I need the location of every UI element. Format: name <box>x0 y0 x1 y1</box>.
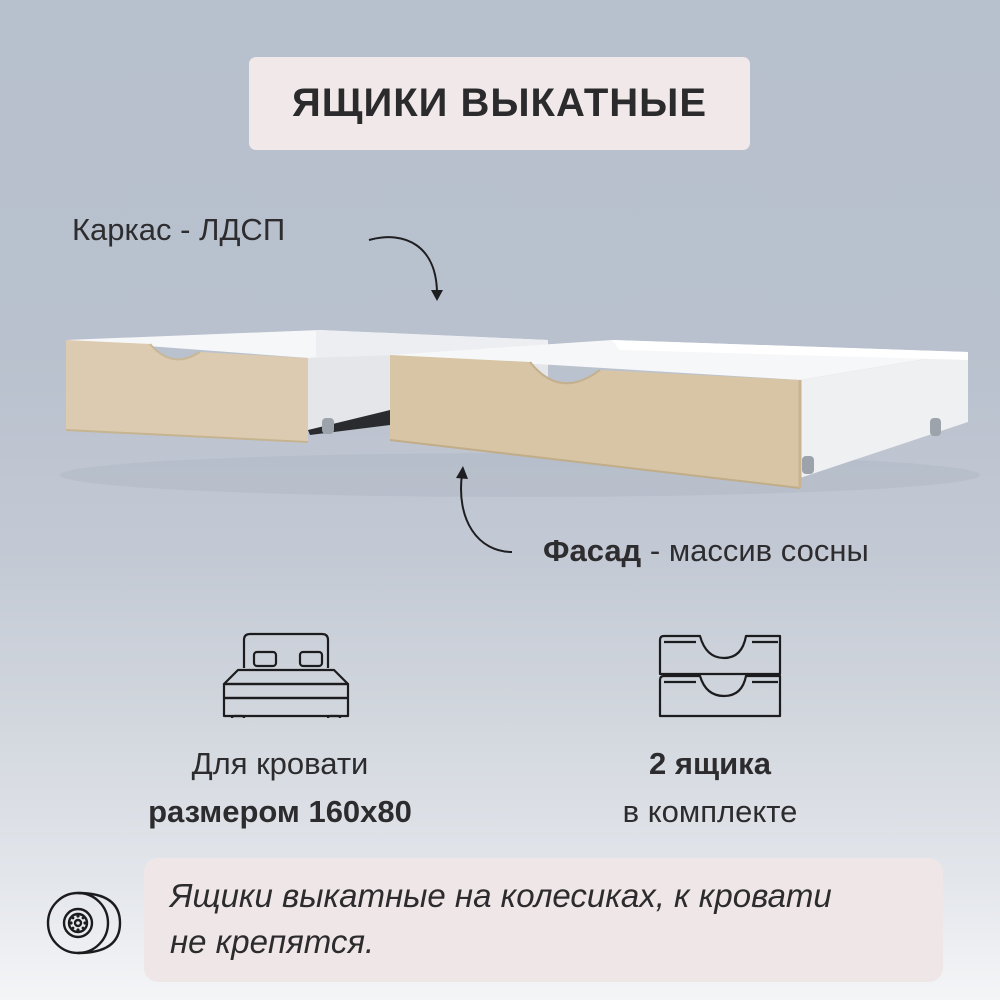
page-title: ЯЩИКИ ВЫКАТНЫЕ <box>291 81 708 125</box>
note-text: Ящики выкатные на колесиках, к кровати н… <box>170 873 930 965</box>
feature-bed-line2: размером 160х80 <box>148 794 412 829</box>
callout-frame-separator: - <box>171 212 200 247</box>
feature-set-line2: в комплекте <box>622 794 798 829</box>
callout-facade: Фасад - массив сосны <box>543 533 869 569</box>
feature-set-count: 2 ящика в комплекте <box>560 740 860 836</box>
feature-set-line1: 2 ящика <box>649 746 771 781</box>
note-text-line2: не крепятся. <box>170 923 375 960</box>
wheel-icon <box>46 891 122 955</box>
bed-icon <box>222 632 350 718</box>
callout-facade-value: массив сосны <box>668 533 869 568</box>
feature-bed-size: Для кровати размером 160х80 <box>110 740 450 836</box>
feature-bed-line1: Для кровати <box>191 746 369 781</box>
callout-frame-term: Каркас <box>72 212 172 247</box>
note-text-line1: Ящики выкатные на колесиках, к кровати <box>170 877 832 914</box>
curved-arrow-down-icon <box>368 236 443 301</box>
note-panel <box>144 858 943 982</box>
callout-frame-value: ЛДСП <box>199 212 286 247</box>
curved-arrow-up-icon <box>456 466 513 553</box>
title-banner: ЯЩИКИ ВЫКАТНЫЕ <box>249 57 750 150</box>
callout-facade-separator: - <box>641 533 669 568</box>
callout-frame: Каркас - ЛДСП <box>72 212 285 248</box>
drawers-illustration <box>60 330 980 497</box>
callout-facade-term: Фасад <box>543 533 642 568</box>
drawer-stack-icon <box>658 634 782 718</box>
